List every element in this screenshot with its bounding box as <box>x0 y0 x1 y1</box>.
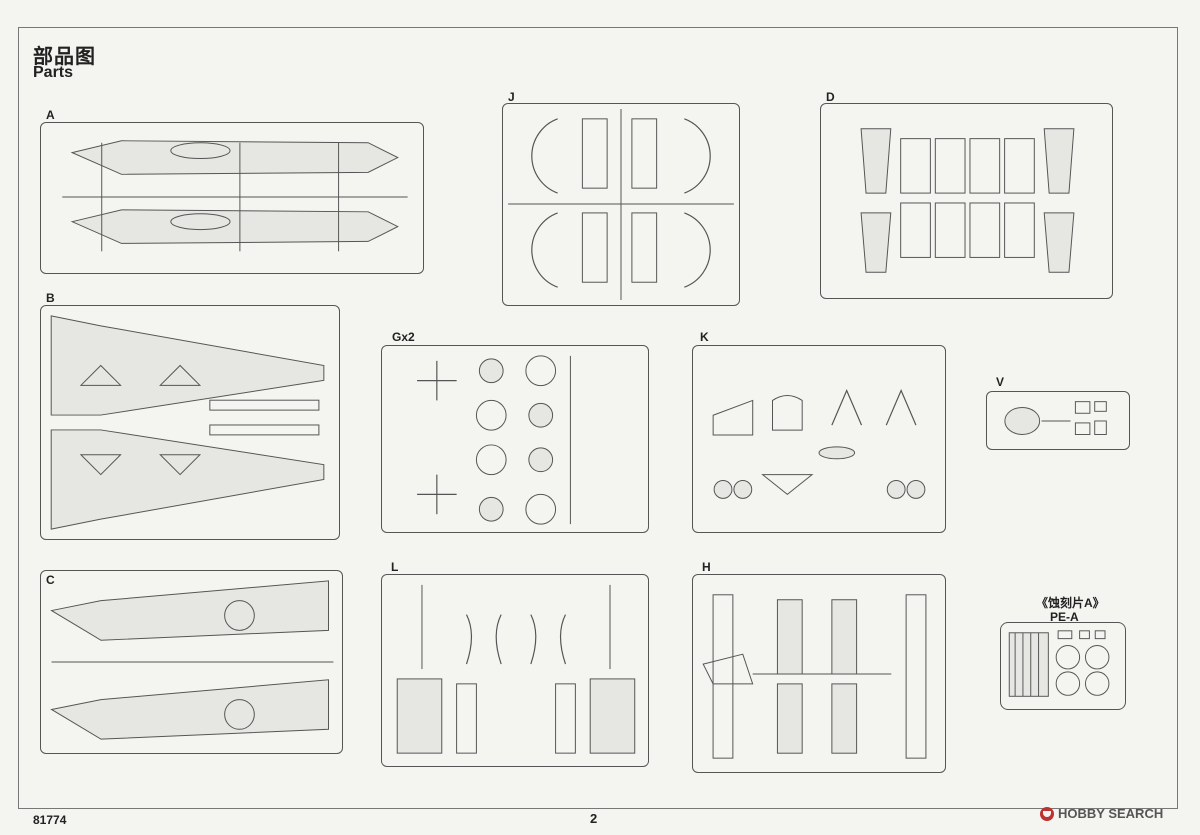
watermark-text: HOBBY SEARCH <box>1058 806 1164 821</box>
sprue-h-label: H <box>702 560 711 574</box>
sprue-j-label: J <box>508 90 515 104</box>
sprue-k[interactable] <box>692 345 946 533</box>
parts-title-english: Parts <box>33 64 74 81</box>
page-number: 2 <box>590 811 598 826</box>
sprue-v[interactable] <box>986 391 1130 450</box>
sprue-k-drawing <box>712 389 926 499</box>
sprue-a-drawing <box>62 140 408 252</box>
sprue-g[interactable] <box>381 345 649 533</box>
sprue-g-drawing <box>417 355 571 525</box>
sprue-k-label: K <box>700 330 709 344</box>
sprue-j-drawing <box>508 108 734 301</box>
product-code: 81774 <box>33 813 67 827</box>
sprue-d-label: D <box>826 90 835 104</box>
sprue-b[interactable] <box>40 305 340 540</box>
sprue-a-label: A <box>46 108 55 122</box>
instruction-sheet-frame <box>18 27 1178 809</box>
sprue-h[interactable] <box>692 574 946 773</box>
sprue-a[interactable] <box>40 122 424 274</box>
parts-title-chinese: 部品图 <box>33 46 96 68</box>
sprue-c[interactable] <box>40 570 343 754</box>
hobby-search-logo-icon <box>1040 806 1054 821</box>
sprue-v-label: V <box>996 375 1005 389</box>
sprue-b-label: B <box>46 291 55 305</box>
sprue-g-label: Gx2 <box>392 330 415 344</box>
sprue-l-label: L <box>391 560 399 574</box>
sprue-d-drawing <box>860 128 1075 273</box>
sprue-j[interactable] <box>502 103 740 306</box>
watermark: HOBBY SEARCH <box>1040 806 1163 821</box>
photo-etch-title-chinese: 《蚀刻片A》 <box>1036 596 1105 610</box>
sprue-c-drawing <box>50 580 334 740</box>
sprue-b-drawing <box>50 315 325 530</box>
sprue-c-label: C <box>46 573 55 587</box>
sprue-d[interactable] <box>820 103 1113 299</box>
photo-etch-title-english: PE-A <box>1050 610 1079 624</box>
sprue-v-drawing <box>1004 401 1107 435</box>
sprue-h-drawing <box>702 594 927 759</box>
sprue-l-drawing <box>396 584 636 754</box>
photo-etch-sheet[interactable] <box>1000 622 1126 710</box>
sprue-l[interactable] <box>381 574 649 767</box>
photo-etch-drawing <box>1008 630 1110 697</box>
